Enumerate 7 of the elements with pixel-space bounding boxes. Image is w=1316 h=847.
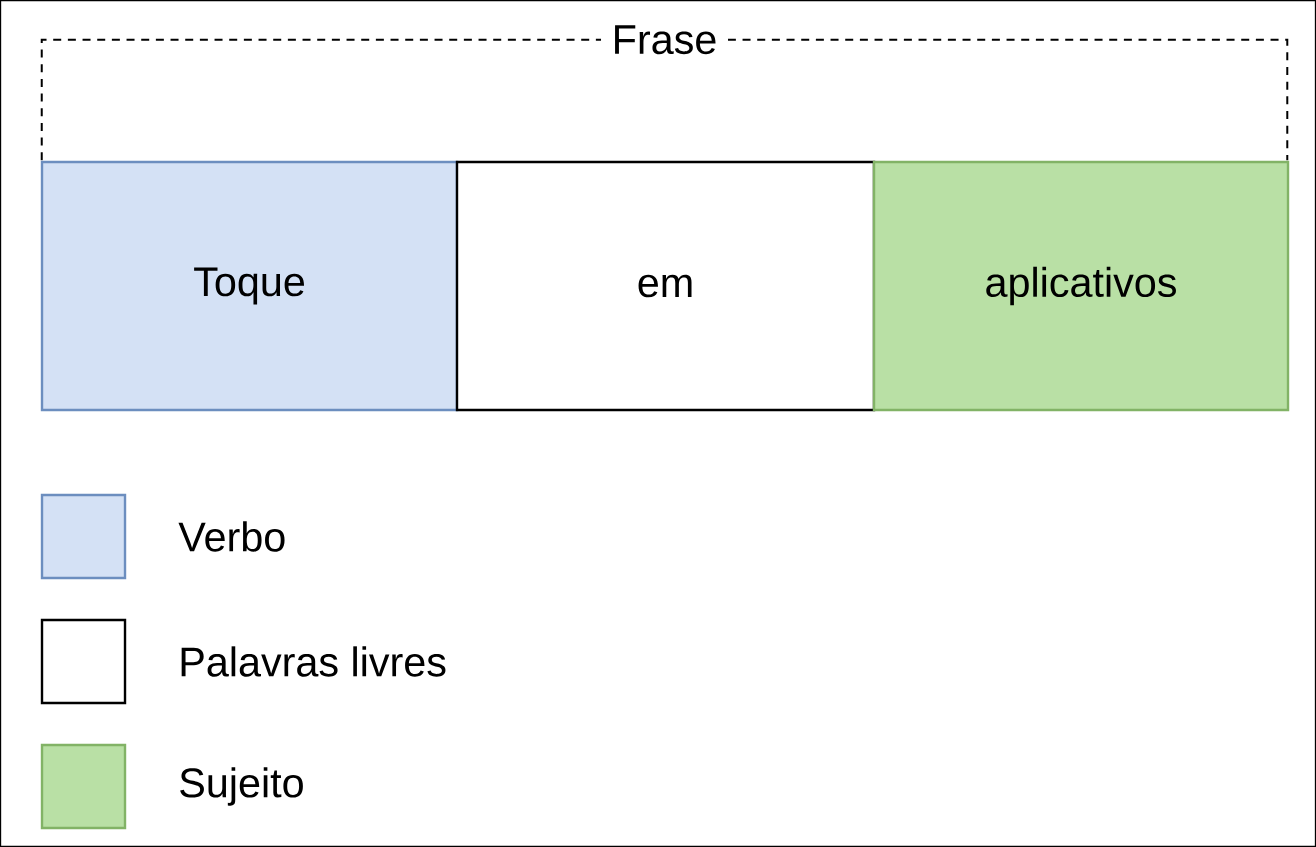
node-label: Frase (615, 25, 716, 55)
legend-label: Palavras livres (181, 646, 446, 677)
legend-label: Sujeito (180, 767, 303, 806)
word-box: aplicativos (872, 160, 1290, 412)
legend-label: Verbo (178, 521, 285, 552)
word-box: em (455, 160, 876, 412)
word-box: Toque (40, 160, 459, 412)
